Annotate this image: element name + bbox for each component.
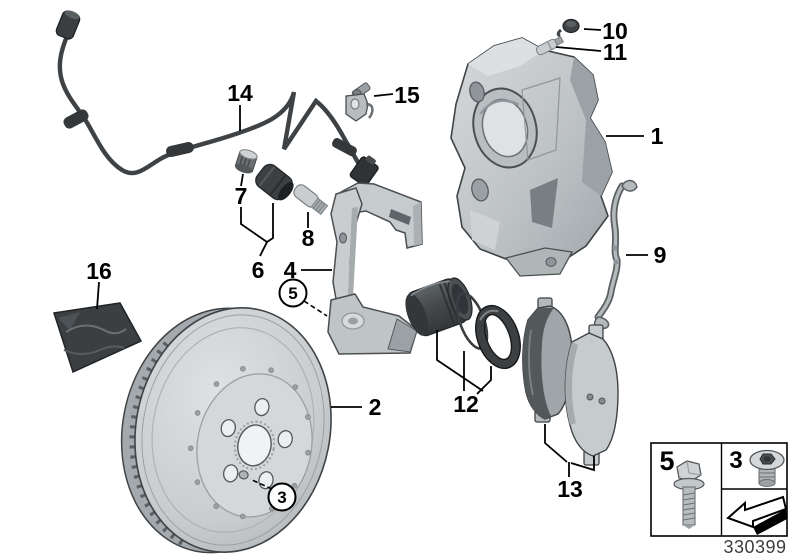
leader-lines: [96, 28, 648, 490]
callout-7[interactable]: 7: [235, 183, 248, 209]
callout-15[interactable]: 15: [394, 82, 420, 108]
hub-set-screw-hole: [238, 470, 249, 480]
drawing-number: 330399: [723, 537, 786, 557]
svg-text:5: 5: [659, 446, 674, 476]
piston-repair-kit: [405, 277, 521, 370]
svg-text:3: 3: [277, 488, 286, 507]
sensor-head: [55, 10, 81, 40]
svg-text:3: 3: [729, 447, 742, 474]
callout-3-circled[interactable]: 3: [267, 482, 297, 512]
sensor-holder: [345, 82, 374, 122]
retaining-spring: [593, 179, 638, 330]
bleeder-valve: [535, 35, 565, 56]
caliper-bore: [472, 87, 538, 169]
callout-12[interactable]: 12: [453, 391, 479, 417]
callout-6[interactable]: 6: [252, 257, 265, 283]
legend-box: 5 3: [650, 442, 788, 537]
callout-13[interactable]: 13: [557, 476, 583, 502]
callout-1[interactable]: 1: [651, 123, 664, 149]
brake-pad-carrier: [327, 182, 423, 355]
brake-pad-inner: [522, 297, 573, 423]
callout-16[interactable]: 16: [86, 258, 112, 284]
legend-cell-plug[interactable]: 3: [729, 447, 785, 487]
flange-bolt-icon: [673, 460, 705, 529]
callout-10[interactable]: 10: [602, 18, 628, 44]
callout-8[interactable]: 8: [302, 225, 315, 251]
socket-plug-icon: [749, 449, 785, 487]
sensor-connector: [349, 155, 379, 187]
guide-pin: [293, 184, 329, 216]
bleeder-dust-cap: [556, 18, 580, 38]
callout-5-circled[interactable]: 5: [278, 278, 308, 308]
brake-caliper: [450, 37, 613, 277]
disc-center-bore: [237, 424, 272, 467]
guide-bushing-cap: [234, 149, 258, 174]
brake-piston: [405, 277, 473, 337]
cable-sleeve: [63, 109, 89, 129]
callout-14[interactable]: 14: [227, 80, 253, 106]
cable-sleeve: [332, 138, 357, 157]
direction-arrow-icon: [726, 495, 788, 535]
svg-text:5: 5: [288, 284, 297, 303]
callout-4[interactable]: 4: [284, 257, 297, 283]
legend-cell-bolt[interactable]: 5: [659, 446, 705, 529]
cable-sleeve: [166, 142, 194, 158]
wear-sensor-cable: [55, 10, 379, 187]
callout-2[interactable]: 2: [369, 394, 382, 420]
brake-pad-outer: [564, 324, 619, 466]
dust-boot-ring: [475, 304, 521, 370]
callout-9[interactable]: 9: [654, 242, 667, 268]
guide-sleeve-boot: [255, 163, 294, 201]
callout-11[interactable]: 11: [603, 39, 628, 65]
